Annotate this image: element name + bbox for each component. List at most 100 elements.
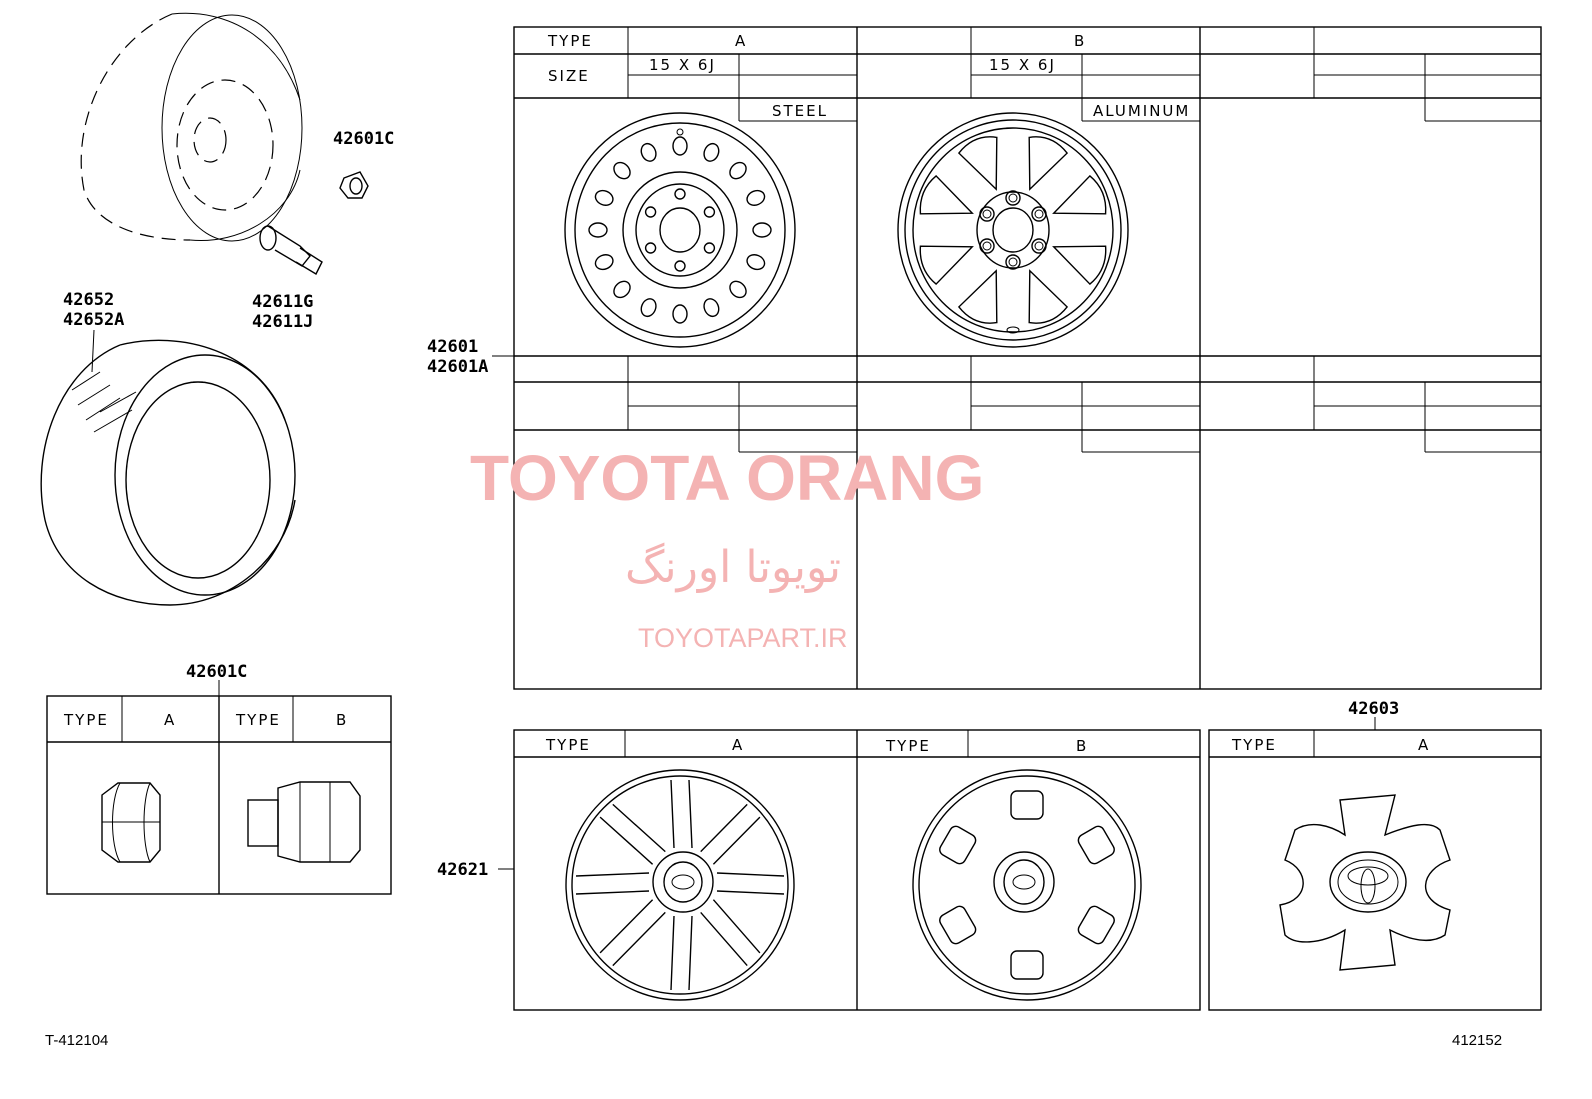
vent-hole bbox=[594, 254, 614, 271]
ornament-table bbox=[1208, 717, 1542, 1011]
vent-hole bbox=[640, 298, 657, 318]
bolt-hole bbox=[979, 238, 995, 254]
cover-spoke bbox=[700, 803, 761, 865]
bolt-hole-inner bbox=[982, 209, 992, 219]
bolt-hole bbox=[1031, 206, 1047, 222]
part-number-valve-2: 42611J bbox=[252, 312, 313, 332]
cover-type-b-value: B bbox=[1076, 737, 1088, 755]
nut-type-a-label: TYPE bbox=[63, 711, 109, 729]
ornament-type-value: A bbox=[1418, 736, 1430, 754]
lug-nut-small-icon bbox=[339, 171, 369, 199]
part-number-ornament: 42603 bbox=[1348, 699, 1399, 719]
ornament-type-label: TYPE bbox=[1231, 736, 1277, 754]
part-number-wheel-1: 42601 bbox=[427, 337, 478, 357]
wheel-material-b: ALUMINUM bbox=[1093, 102, 1190, 120]
vent-hole bbox=[588, 222, 608, 238]
wheel-size-a: 15 X 6J bbox=[649, 56, 716, 74]
cover-window bbox=[1077, 905, 1115, 945]
part-number-wheel-2: 42601A bbox=[427, 357, 488, 377]
cover-window bbox=[939, 905, 977, 945]
bolt-hole-inner bbox=[982, 241, 992, 251]
wheel-size-label: SIZE bbox=[548, 67, 590, 85]
cover-window bbox=[939, 825, 977, 865]
vent-hole bbox=[729, 280, 747, 299]
part-number-tire-1: 42652 bbox=[63, 290, 114, 310]
vent-hole bbox=[746, 254, 766, 271]
wheel-type-b: B bbox=[1074, 32, 1086, 50]
bolt-hole bbox=[703, 242, 716, 254]
vent-hole bbox=[594, 189, 614, 206]
cover-type-a-label: TYPE bbox=[545, 736, 591, 754]
spare-tire-illustration bbox=[80, 12, 303, 242]
cover-spoke bbox=[670, 779, 693, 849]
bolt-hole bbox=[703, 206, 716, 218]
cover-window bbox=[1010, 790, 1044, 820]
cover-spoke bbox=[670, 915, 693, 991]
cover-window bbox=[1077, 825, 1115, 865]
cover-type-a-value: A bbox=[732, 736, 744, 754]
wheel-cover-type-b-illustration bbox=[912, 769, 1142, 1001]
wheel-type-label: TYPE bbox=[547, 32, 593, 50]
bolt-hole bbox=[644, 242, 657, 254]
cover-spoke bbox=[599, 803, 666, 865]
vent-hole bbox=[672, 136, 688, 156]
vent-hole bbox=[752, 222, 772, 238]
spoke-window bbox=[1052, 174, 1107, 215]
cover-type-b-label: TYPE bbox=[885, 737, 931, 755]
wheel-type-a: A bbox=[735, 32, 747, 50]
vent-hole bbox=[640, 142, 657, 162]
wheel-table bbox=[492, 26, 1542, 690]
nut-table bbox=[46, 680, 392, 895]
cover-spoke bbox=[599, 899, 666, 967]
bolt-hole-inner bbox=[1034, 241, 1044, 251]
bolt-hole bbox=[674, 188, 686, 200]
vent-hole bbox=[729, 161, 747, 180]
nut-type-b-value: B bbox=[336, 711, 348, 729]
vent-hole bbox=[703, 298, 720, 318]
vent-hole bbox=[672, 304, 688, 324]
part-number-wheel-cover: 42621 bbox=[437, 860, 488, 880]
wheel-size-b: 15 X 6J bbox=[989, 56, 1056, 74]
watermark-persian: تویوتا اورنگ bbox=[625, 542, 841, 593]
wheel-cover-table bbox=[498, 729, 1201, 1011]
cover-spoke bbox=[700, 899, 761, 967]
lug-nut-type-b-icon bbox=[247, 781, 361, 863]
spoke-window bbox=[1052, 245, 1107, 286]
spoke-window bbox=[1028, 136, 1069, 191]
part-number-valve-1: 42611G bbox=[252, 292, 313, 312]
bolt-hole bbox=[1005, 190, 1021, 206]
footer-left-code: T-412104 bbox=[45, 1032, 108, 1049]
part-number-nut-table: 42601C bbox=[186, 662, 247, 682]
tire-illustration bbox=[40, 329, 296, 606]
spoke-window bbox=[1028, 269, 1069, 324]
nut-type-b-label: TYPE bbox=[235, 711, 281, 729]
footer-right-code: 412152 bbox=[1452, 1032, 1502, 1049]
spoke-window bbox=[919, 245, 974, 286]
center-ornament-illustration bbox=[1279, 794, 1451, 971]
vent-hole bbox=[613, 280, 631, 299]
bolt-hole bbox=[1005, 254, 1021, 270]
lug-nut-type-a-icon bbox=[101, 782, 161, 863]
bolt-hole bbox=[1031, 238, 1047, 254]
watermark-url: TOYOTAPART.IR bbox=[638, 623, 848, 653]
cover-spoke bbox=[575, 872, 650, 895]
bolt-hole-inner bbox=[1008, 257, 1018, 267]
vent-hole bbox=[746, 189, 766, 206]
cover-spoke bbox=[716, 872, 785, 895]
bolt-hole bbox=[644, 206, 657, 218]
spoke-window bbox=[957, 136, 998, 191]
spoke-window bbox=[919, 174, 974, 215]
part-number-tire-2: 42652A bbox=[63, 310, 124, 330]
cover-window bbox=[1010, 950, 1044, 980]
steel-wheel-illustration bbox=[564, 112, 796, 348]
wheel-cover-type-a-illustration bbox=[565, 769, 795, 1001]
watermark-title: TOYOTA ORANG bbox=[470, 442, 984, 514]
valve-stem-icon bbox=[259, 225, 323, 275]
bolt-hole bbox=[979, 206, 995, 222]
spoke-window bbox=[957, 269, 998, 324]
nut-type-a-value: A bbox=[164, 711, 176, 729]
bolt-hole-inner bbox=[1008, 193, 1018, 203]
bolt-hole-inner bbox=[1034, 209, 1044, 219]
vent-hole bbox=[703, 142, 720, 162]
